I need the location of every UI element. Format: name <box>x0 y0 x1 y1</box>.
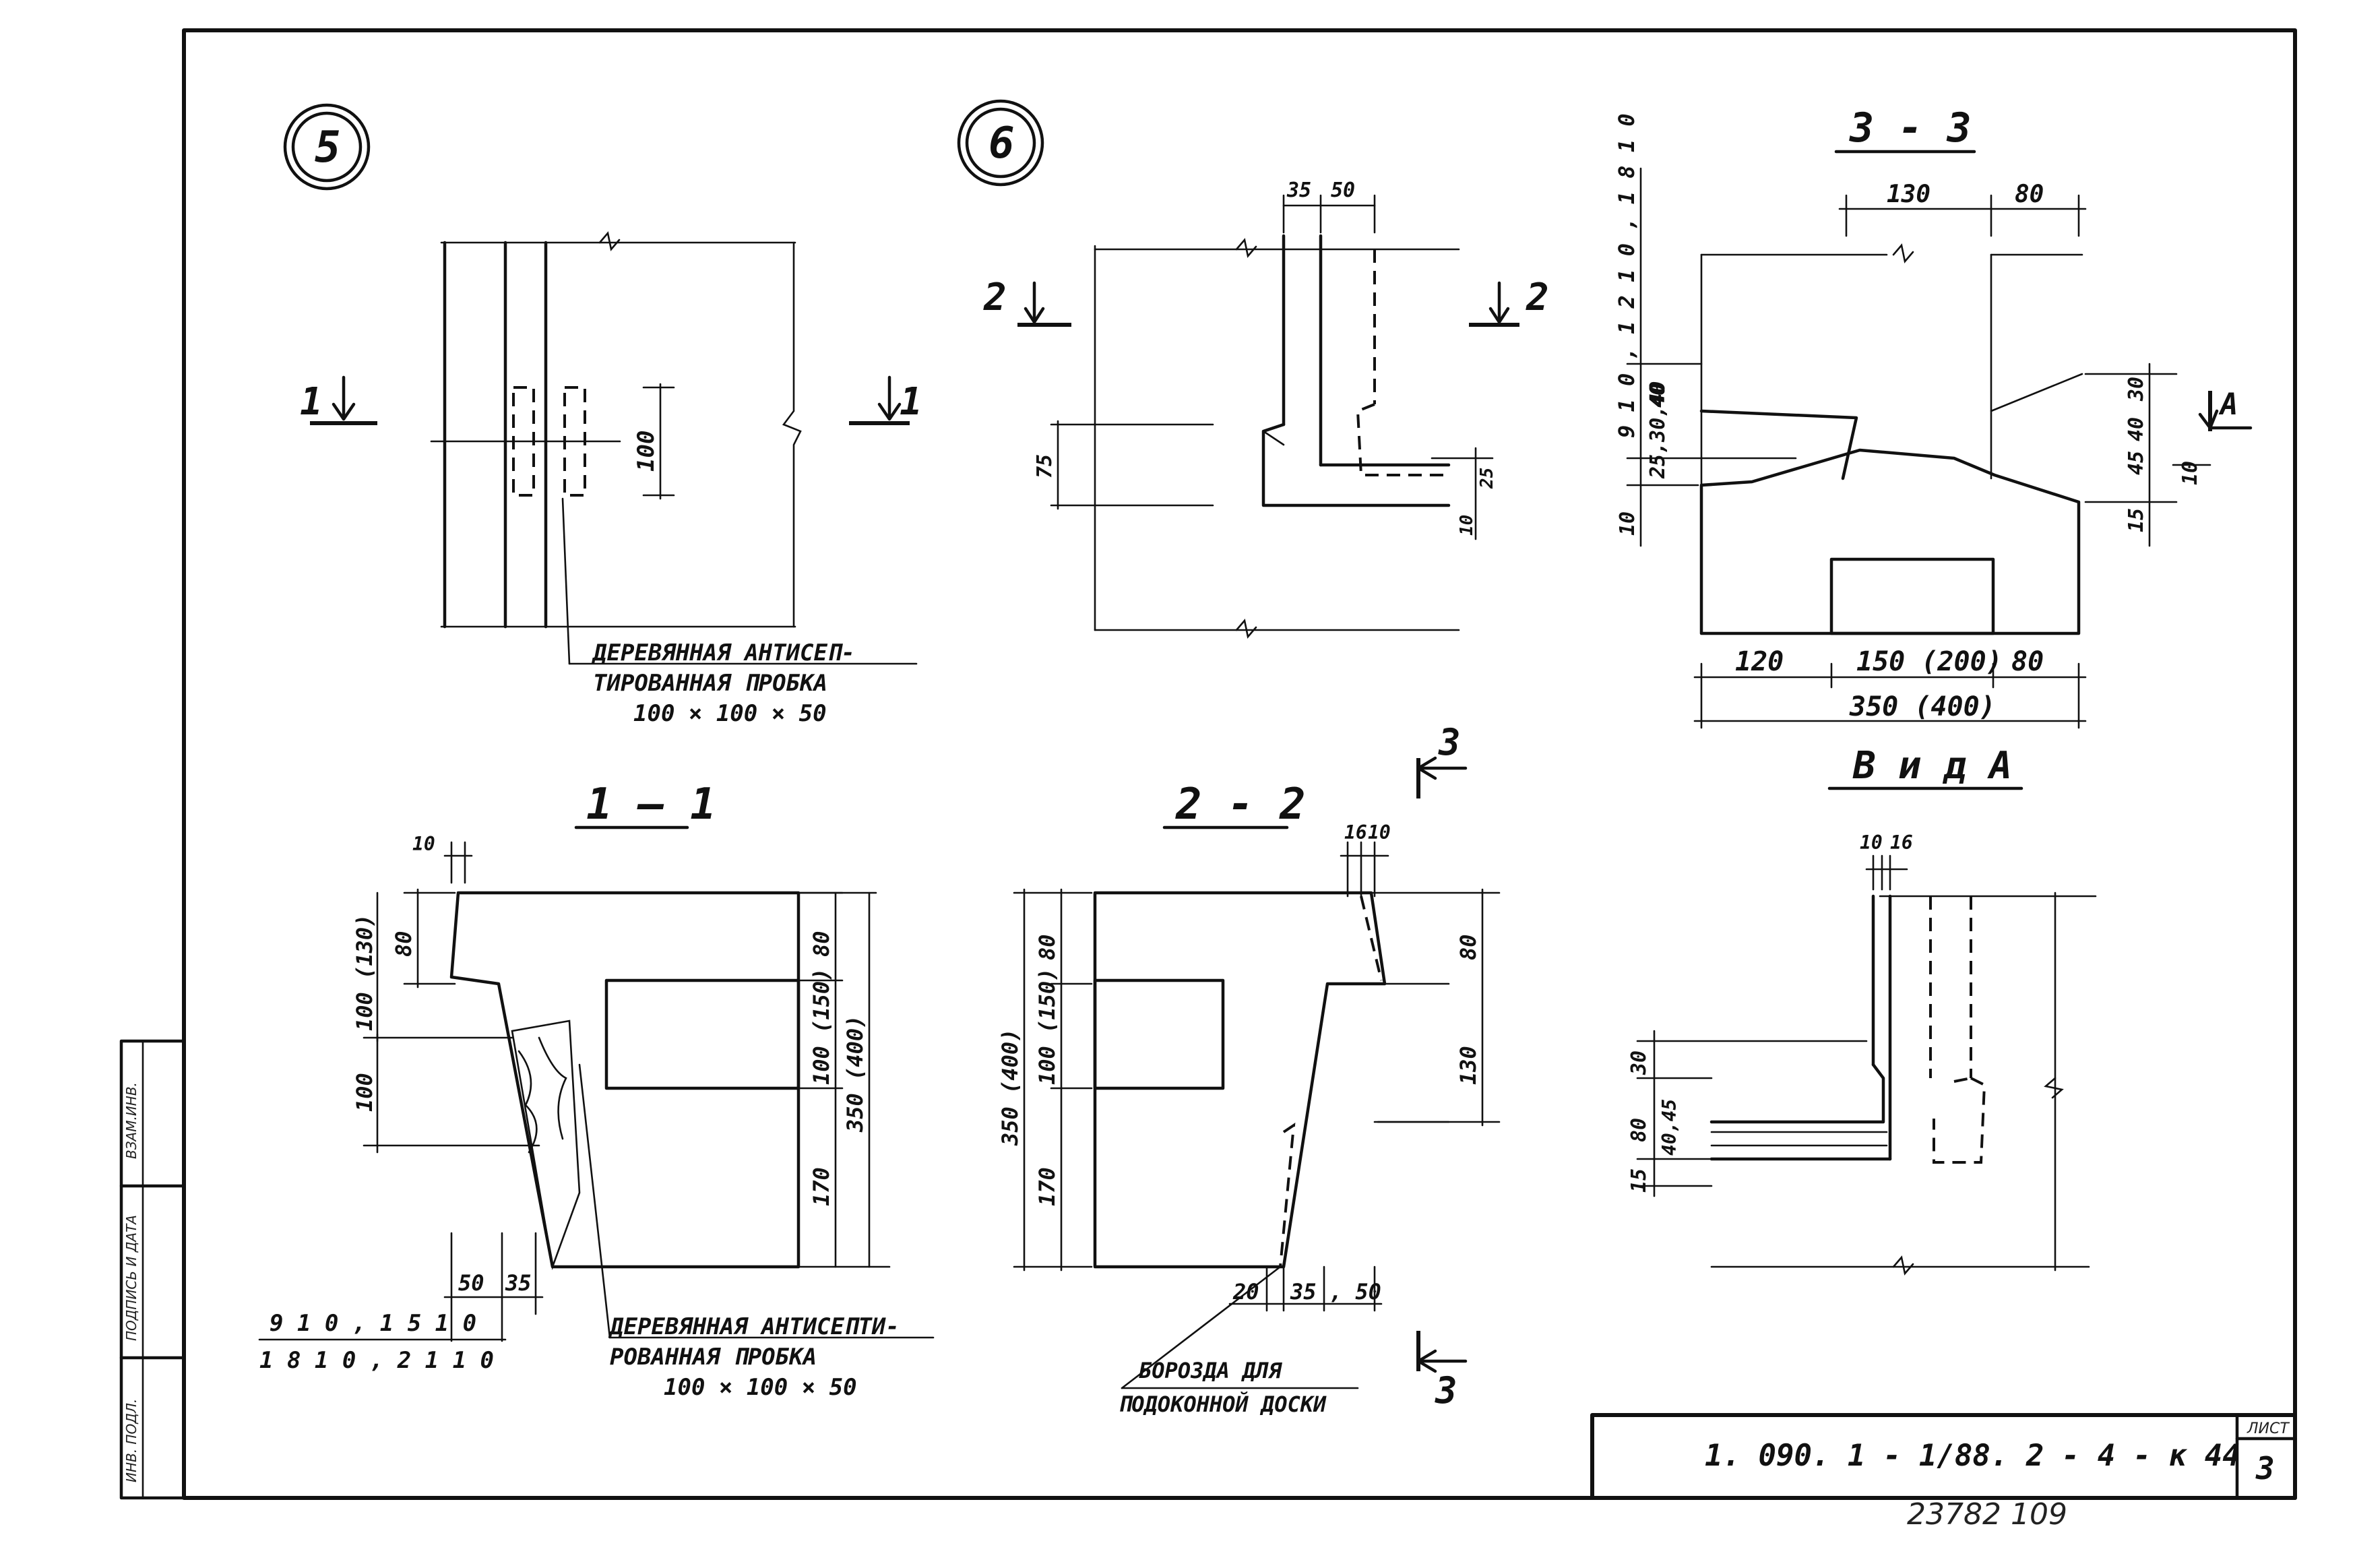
svg-text:350 (400): 350 (400) <box>1849 691 1996 722</box>
svg-text:80: 80 <box>809 931 834 957</box>
svg-text:1: 1 <box>300 380 323 424</box>
svg-text:120: 120 <box>1735 646 1784 677</box>
svg-text:6: 6 <box>988 119 1015 168</box>
svg-text:1 8 1 0 , 2 1 1 0: 1 8 1 0 , 2 1 1 0 <box>259 1347 494 1374</box>
section-1-1: 1 — 1 80 100 (150) 170 350 (400) 80 100 … <box>258 780 935 1401</box>
svg-text:100 × 100 × 50: 100 × 100 × 50 <box>633 700 827 727</box>
svg-text:25: 25 <box>1477 468 1497 489</box>
stamp-vzam: ВЗАМ.ИНВ. <box>123 1082 139 1159</box>
svg-text:5: 5 <box>315 123 341 173</box>
svg-text:80: 80 <box>1034 934 1060 960</box>
svg-text:130: 130 <box>1455 1046 1481 1085</box>
title-vid-a: В и д А <box>1852 744 2012 788</box>
view-a: В и д А 10 16 30 80 40,45 15 <box>1627 744 2097 1272</box>
svg-text:100: 100 <box>352 1073 377 1112</box>
svg-text:100 × 100 × 50: 100 × 100 × 50 <box>664 1374 857 1401</box>
svg-text:10: 10 <box>412 833 435 855</box>
node-6: 6 35 50 75 25 10 2 2 <box>957 99 1549 631</box>
footer-number: 23782 109 <box>1907 1497 2067 1532</box>
side-stamp: ИНВ. ПОДЛ. ПОДПИСЬ И ДАТА ВЗАМ.ИНВ. <box>119 1039 186 1500</box>
svg-text:40,45: 40,45 <box>1658 1099 1681 1156</box>
svg-text:100 (130): 100 (130) <box>352 914 377 1031</box>
svg-text:100 (150): 100 (150) <box>1034 968 1060 1085</box>
sheet-number: 3 <box>2255 1450 2275 1486</box>
svg-text:80: 80 <box>391 931 416 957</box>
svg-text:10: 10 <box>1368 821 1391 844</box>
sheet-frame <box>182 28 2297 1500</box>
svg-text:РОВАННАЯ ПРОБКА: РОВАННАЯ ПРОБКА <box>610 1344 817 1371</box>
title-block: 1. 090. 1 - 1/88. 2 - 4 - к 44 ЛИСТ 3 <box>1590 1413 2297 1500</box>
svg-text:350 (400): 350 (400) <box>842 1015 868 1133</box>
svg-text:80: 80 <box>1455 934 1481 960</box>
svg-text:40: 40 <box>1646 383 1670 408</box>
svg-text:БОРОЗДА ДЛЯ: БОРОЗДА ДЛЯ <box>1139 1358 1283 1383</box>
svg-text:80: 80 <box>2015 181 2044 208</box>
svg-text:50: 50 <box>1331 179 1355 202</box>
title-3-3: 3 - 3 <box>1849 104 1972 152</box>
svg-text:15: 15 <box>1627 1168 1651 1193</box>
svg-text:45: 45 <box>2125 451 2148 475</box>
concrete-1-1 <box>449 891 800 1269</box>
svg-text:30: 30 <box>2125 377 2148 402</box>
title-1-1: 1 — 1 <box>586 780 716 829</box>
title-2-2: 2 - 2 <box>1175 780 1306 829</box>
svg-text:3: 3 <box>1435 1369 1457 1412</box>
svg-text:9 1 0 , 1 5 1 0: 9 1 0 , 1 5 1 0 <box>270 1310 476 1337</box>
svg-text:1: 1 <box>900 380 922 424</box>
svg-text:35: 35 <box>1286 179 1311 202</box>
break-marks <box>598 231 2064 1276</box>
svg-text:30: 30 <box>1627 1050 1651 1075</box>
svg-text:35 , 50: 35 , 50 <box>1290 1279 1381 1305</box>
svg-text:80: 80 <box>2011 646 2044 677</box>
svg-text:35: 35 <box>505 1270 532 1296</box>
svg-text:80: 80 <box>1627 1118 1651 1142</box>
section-2-2: 2 - 2 80 130 16 10 350 (400) 80 100 (150… <box>997 721 1501 1417</box>
svg-text:16: 16 <box>1344 821 1367 844</box>
svg-text:А: А <box>2218 387 2238 422</box>
svg-text:10: 10 <box>1616 511 1639 536</box>
stamp-sign: ПОДПИСЬ И ДАТА <box>123 1215 139 1341</box>
svg-text:2: 2 <box>1526 276 1549 319</box>
sheet-label: ЛИСТ <box>2247 1420 2290 1437</box>
section-3-3: 3 - 3 130 80 120 150 (200) 80 350 (400) … <box>1614 104 2253 729</box>
svg-text:ДЕРЕВЯННАЯ АНТИСЕПТИ-: ДЕРЕВЯННАЯ АНТИСЕПТИ- <box>608 1313 900 1340</box>
svg-text:3: 3 <box>1438 721 1461 763</box>
stamp-inv: ИНВ. ПОДЛ. <box>123 1399 139 1482</box>
svg-text:ДЕРЕВЯННАЯ АНТИСЕП-: ДЕРЕВЯННАЯ АНТИСЕП- <box>591 639 855 666</box>
svg-text:170: 170 <box>809 1167 834 1206</box>
svg-text:15: 15 <box>2125 508 2148 532</box>
svg-text:150 (200): 150 (200) <box>1856 646 2003 677</box>
svg-text:ТИРОВАННАЯ ПРОБКА: ТИРОВАННАЯ ПРОБКА <box>593 670 827 697</box>
svg-text:16: 16 <box>1890 832 1913 854</box>
svg-text:130: 130 <box>1887 181 1930 208</box>
svg-text:10: 10 <box>1860 832 1883 854</box>
svg-text:40: 40 <box>2125 417 2148 441</box>
svg-text:2: 2 <box>983 276 1007 319</box>
drawing-code: 1. 090. 1 - 1/88. 2 - 4 - к 44 <box>1705 1439 2240 1473</box>
svg-text:170: 170 <box>1034 1167 1060 1206</box>
concrete-3-3 <box>1699 448 2081 635</box>
svg-text:ПОДОКОННОЙ ДОСКИ: ПОДОКОННОЙ ДОСКИ <box>1119 1391 1327 1417</box>
svg-text:50: 50 <box>458 1270 484 1296</box>
svg-text:100: 100 <box>633 431 660 472</box>
svg-text:9 1 0 , 1 2 1 0 , 1 8 1 0: 9 1 0 , 1 2 1 0 , 1 8 1 0 <box>1614 113 1639 438</box>
svg-text:350 (400): 350 (400) <box>997 1029 1023 1146</box>
svg-text:25,30,40: 25,30,40 <box>1646 381 1670 480</box>
node-5: 5 100 1 1 ДЕРЕВЯННАЯ АНТИСЕП- ТИРОВАННАЯ… <box>283 103 922 727</box>
svg-text:75: 75 <box>1033 454 1057 478</box>
concrete-2-2 <box>1093 891 1387 1269</box>
svg-text:10: 10 <box>1457 515 1477 536</box>
svg-text:100 (150): 100 (150) <box>809 968 834 1085</box>
